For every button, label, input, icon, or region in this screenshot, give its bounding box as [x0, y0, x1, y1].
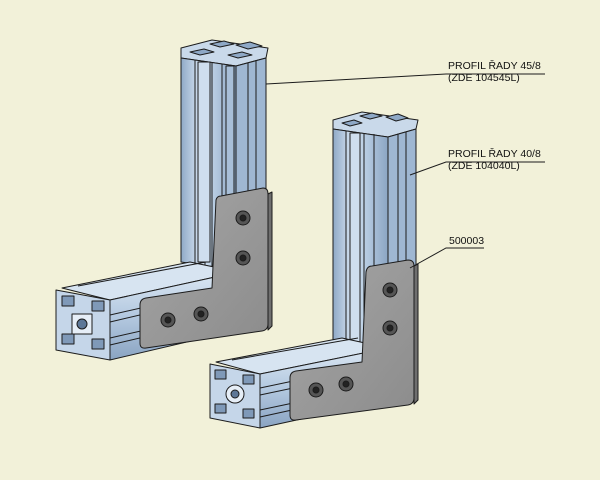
left-assembly: [55, 39, 273, 361]
callout-profile-45-code: (ZDE 104545L): [448, 72, 520, 84]
angle-plate-right: [289, 259, 419, 421]
callout-profile-45-name: PROFIL ŘADY 45/8: [448, 60, 541, 72]
leader-profile-45: [265, 73, 545, 85]
callout-profile-40-name: PROFIL ŘADY 40/8: [448, 148, 541, 160]
callout-profile-40: PROFIL ŘADY 40/8 (ZDE 104040L): [448, 148, 541, 172]
callout-profile-40-code: (ZDE 104040L): [448, 160, 520, 172]
angle-plate-left: [139, 187, 273, 349]
callout-plate: 500003: [449, 235, 484, 247]
callout-profile-45: PROFIL ŘADY 45/8 (ZDE 104545L): [448, 60, 541, 84]
leader-profile-40: [409, 161, 545, 176]
right-assembly: [209, 111, 419, 429]
leader-lines: [265, 73, 545, 269]
callout-plate-part-no: 500003: [449, 235, 485, 247]
leader-plate: [409, 247, 484, 269]
